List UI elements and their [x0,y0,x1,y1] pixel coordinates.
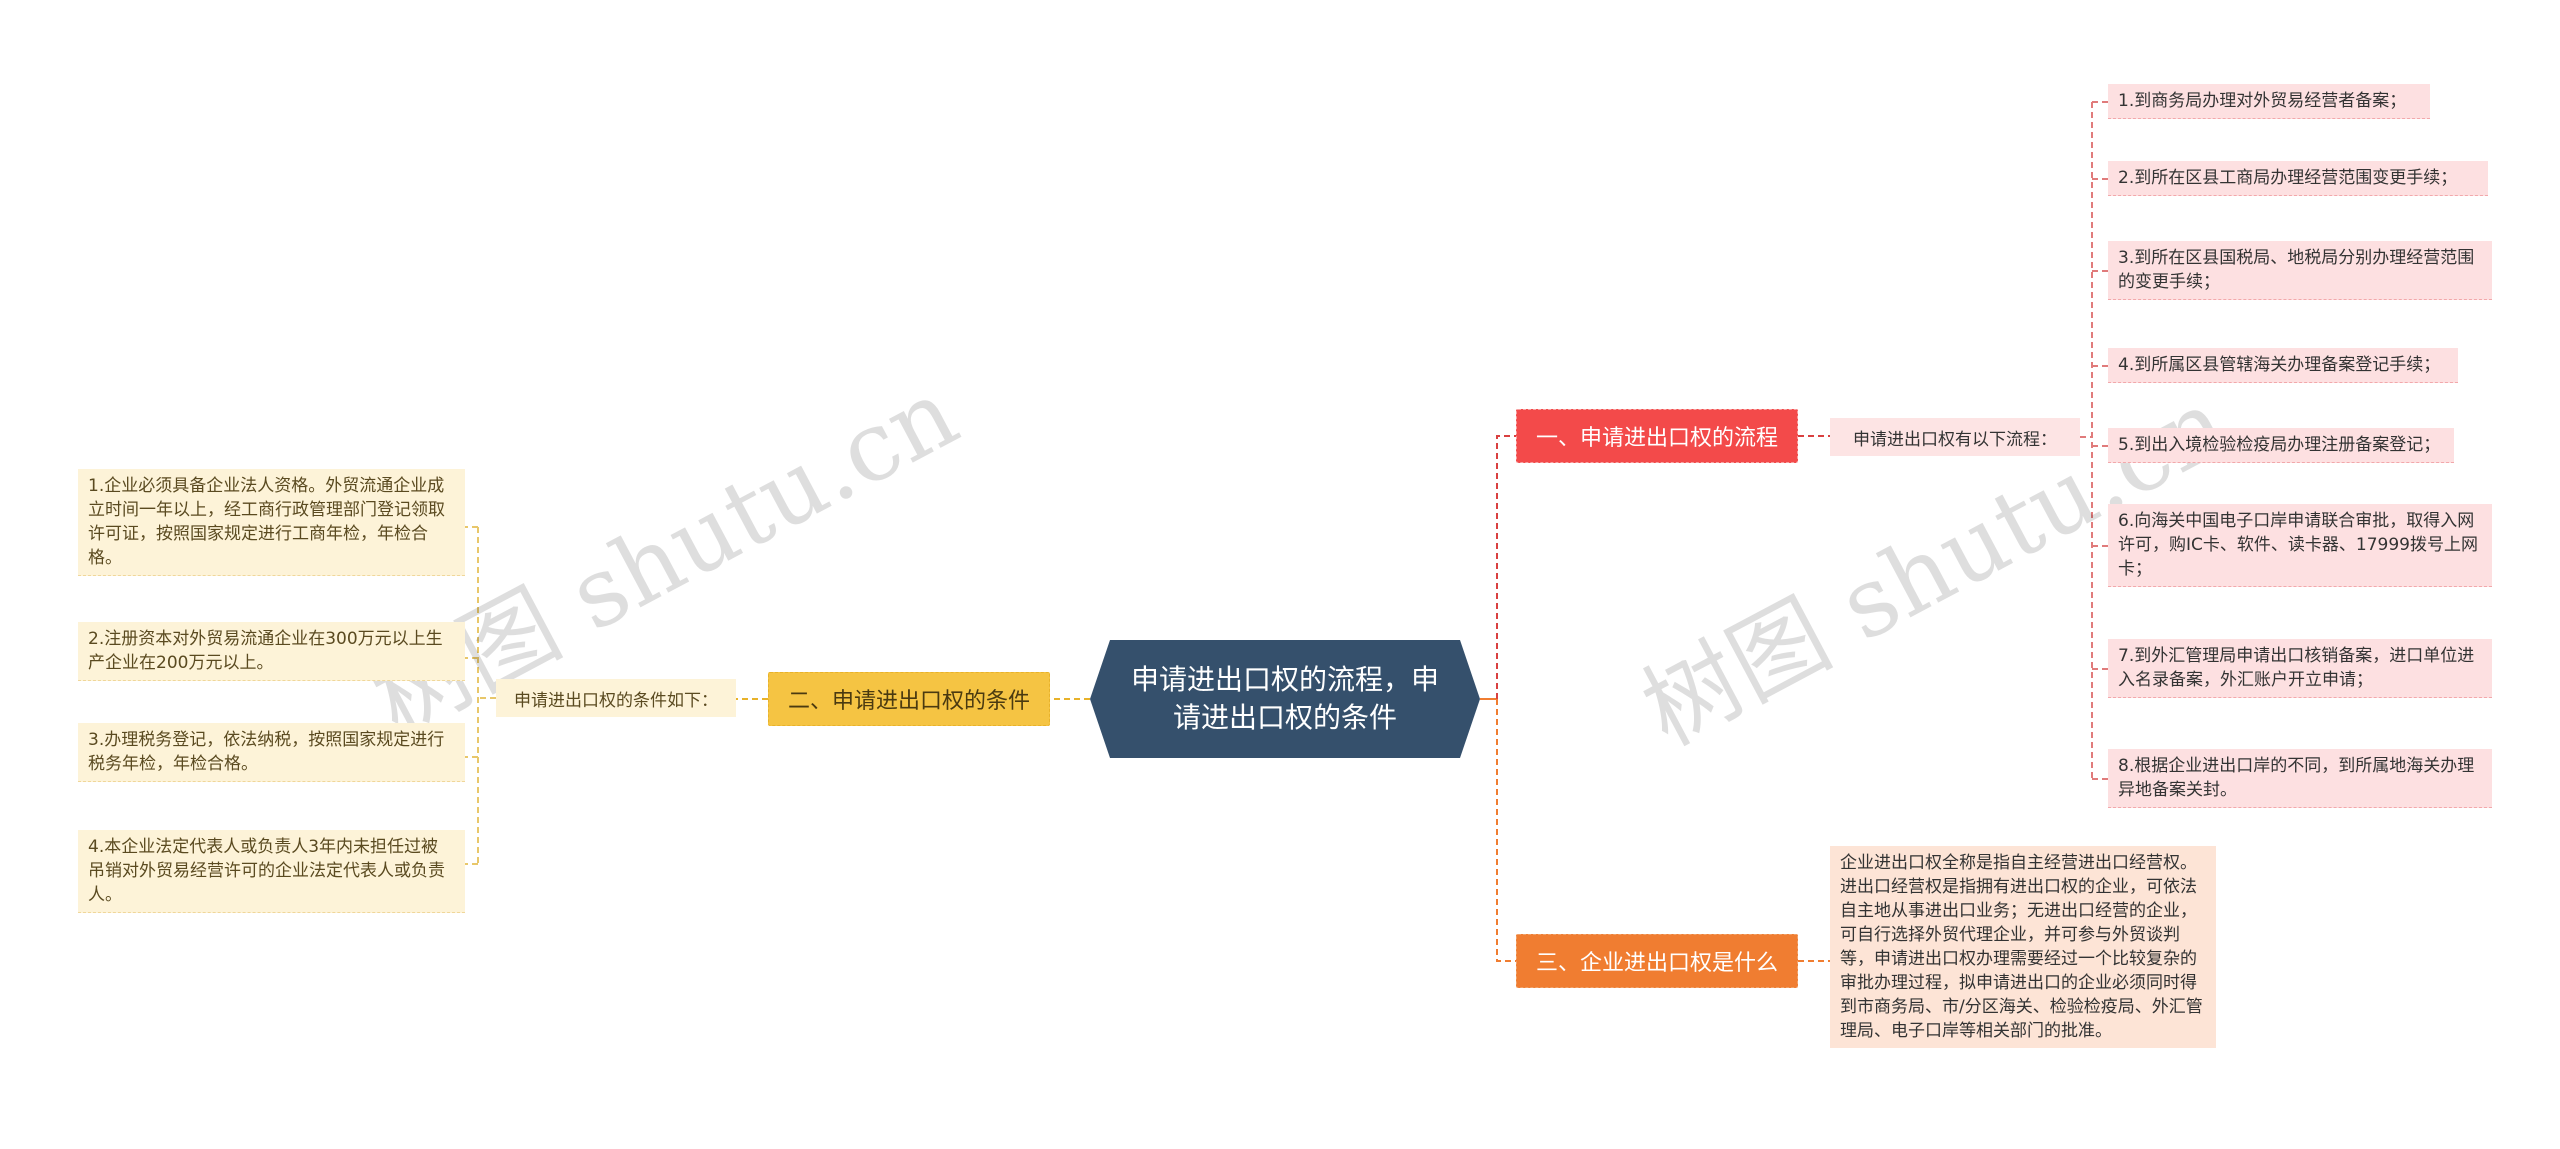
root-topic-label: 申请进出口权的流程，申请进出口权的条件 [1130,663,1439,734]
process-step-4[interactable]: 4.到所属区县管辖海关办理备案登记手续； [2108,348,2458,383]
branch-conditions-label: 二、申请进出口权的条件 [787,689,1030,714]
process-intro-label: 申请进出口权有以下流程： [1853,429,2057,450]
process-step-7[interactable]: 7.到外汇管理局申请出口核销备案，进口单位进入名录备案，外汇账户开立申请； [2108,639,2492,698]
condition-item-1-text: 1.企业必须具备企业法人资格。外贸流通企业成立时间一年以上，经工商行政管理部门登… [88,476,445,568]
branch-definition-label: 三、企业进出口权是什么 [1535,951,1778,976]
process-step-3[interactable]: 3.到所在区县国税局、地税局分别办理经营范围的变更手续； [2108,241,2492,300]
process-step-3-text: 3.到所在区县国税局、地税局分别办理经营范围的变更手续； [2118,248,2475,292]
process-step-8-text: 8.根据企业进出口岸的不同，到所属地海关办理异地备案关封。 [2118,756,2475,800]
process-intro-node[interactable]: 申请进出口权有以下流程： [1830,418,2080,456]
process-step-1[interactable]: 1.到商务局办理对外贸易经营者备案； [2108,84,2430,119]
branch-conditions[interactable]: 二、申请进出口权的条件 [768,672,1050,726]
condition-item-4-text: 4.本企业法定代表人或负责人3年内未担任过被吊销对外贸易经营许可的企业法定代表人… [88,837,445,905]
branch-process-label: 一、申请进出口权的流程 [1535,426,1778,451]
process-step-6-text: 6.向海关中国电子口岸申请联合审批，取得入网许可，购IC卡、软件、读卡器、179… [2118,511,2478,579]
process-step-2[interactable]: 2.到所在区县工商局办理经营范围变更手续； [2108,161,2488,196]
conditions-intro-node[interactable]: 申请进出口权的条件如下： [496,679,736,717]
link-condition-items [465,526,496,865]
process-step-6[interactable]: 6.向海关中国电子口岸申请联合审批，取得入网许可，购IC卡、软件、读卡器、179… [2108,504,2492,587]
link-root-definition [1496,699,1516,962]
process-step-8[interactable]: 8.根据企业进出口岸的不同，到所属地海关办理异地备案关封。 [2108,749,2492,808]
process-step-5[interactable]: 5.到出入境检验检疫局办理注册备案登记； [2108,428,2454,463]
condition-item-2-text: 2.注册资本对外贸易流通企业在300万元以上生产企业在200万元以上。 [88,629,443,673]
branch-definition[interactable]: 三、企业进出口权是什么 [1516,934,1798,988]
process-step-2-text: 2.到所在区县工商局办理经营范围变更手续； [2118,168,2458,188]
branch-process[interactable]: 一、申请进出口权的流程 [1516,409,1798,463]
condition-item-2[interactable]: 2.注册资本对外贸易流通企业在300万元以上生产企业在200万元以上。 [78,622,465,681]
definition-text: 企业进出口权全称是指自主经营进出口经营权。进出口经营权是指拥有进出口权的企业，可… [1840,853,2203,1041]
process-step-7-text: 7.到外汇管理局申请出口核销备案，进口单位进入名录备案，外汇账户开立申请； [2118,646,2475,690]
condition-item-1[interactable]: 1.企业必须具备企业法人资格。外贸流通企业成立时间一年以上，经工商行政管理部门登… [78,469,465,576]
root-topic[interactable]: 申请进出口权的流程，申请进出口权的条件 [1090,640,1480,758]
link-root-process [1496,435,1516,699]
condition-item-3-text: 3.办理税务登记，依法纳税，按照国家规定进行税务年检，年检合格。 [88,730,445,774]
process-step-5-text: 5.到出入境检验检疫局办理注册备案登记； [2118,435,2441,455]
definition-text-node[interactable]: 企业进出口权全称是指自主经营进出口经营权。进出口经营权是指拥有进出口权的企业，可… [1830,846,2216,1048]
link-process-steps [2080,101,2108,780]
process-step-1-text: 1.到商务局办理对外贸易经营者备案； [2118,91,2407,111]
condition-item-4[interactable]: 4.本企业法定代表人或负责人3年内未担任过被吊销对外贸易经营许可的企业法定代表人… [78,830,465,913]
conditions-intro-label: 申请进出口权的条件如下： [514,690,718,711]
condition-item-3[interactable]: 3.办理税务登记，依法纳税，按照国家规定进行税务年检，年检合格。 [78,723,465,782]
process-step-4-text: 4.到所属区县管辖海关办理备案登记手续； [2118,355,2441,375]
